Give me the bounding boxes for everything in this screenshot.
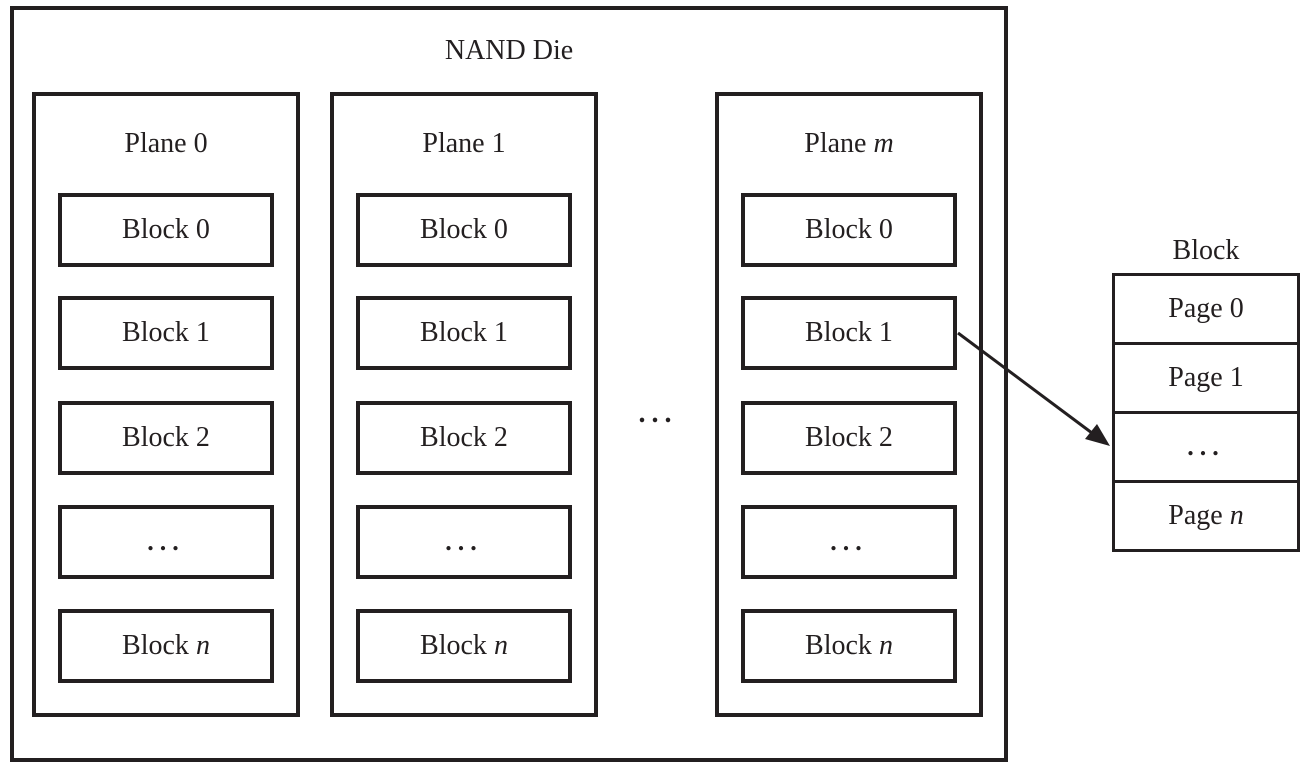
- block-label: Block 0: [420, 214, 508, 245]
- page-label-var: n: [1229, 500, 1244, 531]
- page-row-n: Page n: [1115, 483, 1297, 549]
- plane-0-block-ellipsis: ...: [58, 505, 274, 579]
- block-detail-title: Block: [1172, 235, 1240, 266]
- block-page-table: Page 0 Page 1 ... Page n: [1112, 273, 1300, 552]
- block-label: ...: [830, 527, 868, 556]
- block-label: Block 1: [122, 317, 210, 348]
- page-label: Page 0: [1168, 293, 1244, 324]
- block-label: Block 1: [805, 317, 893, 348]
- plane-0-title: Plane 0: [36, 129, 296, 159]
- plane-0-box: Plane 0 Block 0 Block 1 Block 2 ... Bloc…: [32, 92, 300, 717]
- plane-m-box: Plane m Block 0 Block 1 Block 2 ... Bloc…: [715, 92, 983, 717]
- page-row-ellipsis: ...: [1115, 414, 1297, 483]
- page-row-1: Page 1: [1115, 345, 1297, 414]
- plane-1-title-text: Plane 1: [422, 128, 506, 159]
- plane-1-block-ellipsis: ...: [356, 505, 572, 579]
- plane-0-block-1: Block 1: [58, 296, 274, 370]
- plane-m-block-2: Block 2: [741, 401, 957, 475]
- plane-0-block-0: Block 0: [58, 193, 274, 267]
- plane-1-block-n: Block n: [356, 609, 572, 683]
- block-label-var: n: [195, 630, 210, 661]
- plane-1-box: Plane 1 Block 0 Block 1 Block 2 ... Bloc…: [330, 92, 598, 717]
- nand-die-box: NAND Die Plane 0 Block 0 Block 1 Block 2…: [10, 6, 1008, 762]
- plane-m-title-var: m: [873, 128, 894, 159]
- block-label: Block 2: [122, 422, 210, 453]
- block-label: ...: [445, 527, 483, 556]
- block-label: Block 1: [420, 317, 508, 348]
- plane-m-block-0: Block 0: [741, 193, 957, 267]
- plane-m-block-n: Block n: [741, 609, 957, 683]
- plane-1-block-2: Block 2: [356, 401, 572, 475]
- page-label: Page 1: [1168, 362, 1244, 393]
- block-label: Block 0: [122, 214, 210, 245]
- page-row-0: Page 0: [1115, 276, 1297, 345]
- block-label: Block: [122, 630, 196, 661]
- plane-1-block-0: Block 0: [356, 193, 572, 267]
- page-label: Page: [1168, 500, 1230, 531]
- plane-1-title: Plane 1: [334, 129, 594, 159]
- block-label-var: n: [493, 630, 508, 661]
- plane-1-block-1: Block 1: [356, 296, 572, 370]
- block-label: Block 2: [805, 422, 893, 453]
- page-label: ...: [1187, 432, 1225, 461]
- plane-m-block-1: Block 1: [741, 296, 957, 370]
- plane-m-title: Plane m: [719, 129, 979, 159]
- plane-0-block-2: Block 2: [58, 401, 274, 475]
- block-label: Block 2: [420, 422, 508, 453]
- inter-plane-ellipsis: ...: [638, 398, 678, 429]
- plane-0-block-n: Block n: [58, 609, 274, 683]
- plane-0-title-text: Plane 0: [124, 128, 208, 159]
- block-label: Block 0: [805, 214, 893, 245]
- plane-m-title-text: Plane: [804, 128, 874, 159]
- block-label-var: n: [878, 630, 893, 661]
- block-label: ...: [147, 527, 185, 556]
- nand-die-title: NAND Die: [444, 35, 574, 66]
- block-label: Block: [420, 630, 494, 661]
- plane-m-block-ellipsis: ...: [741, 505, 957, 579]
- block-label: Block: [805, 630, 879, 661]
